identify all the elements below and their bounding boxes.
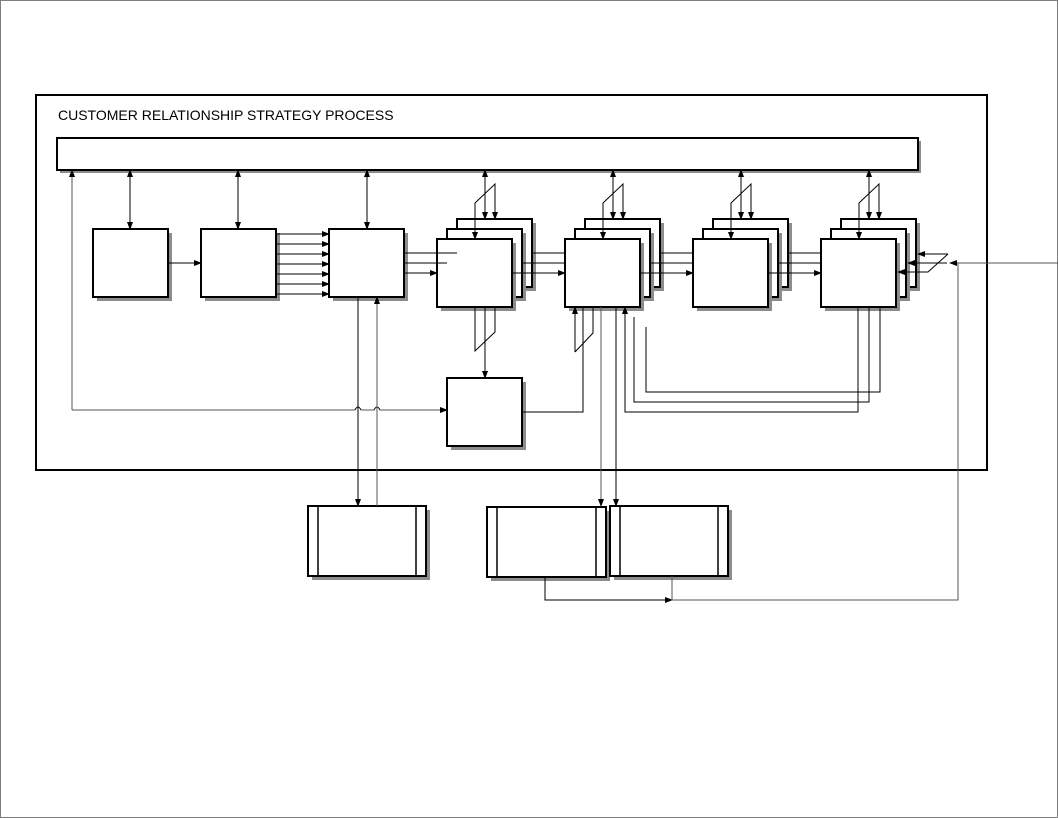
- top-bar[interactable]: [56, 137, 921, 173]
- feedback-step7-step5: [622, 306, 859, 413]
- step-7-box-layer-1: [820, 238, 897, 308]
- diagram-title: CUSTOMER RELATIONSHIP STRATEGY PROCESS: [58, 107, 394, 123]
- link-to-step7-front: [897, 253, 949, 275]
- process-frame: [35, 94, 988, 471]
- connector-line: [671, 263, 959, 601]
- step-6-box[interactable]: [692, 218, 792, 311]
- step-2-box[interactable]: [200, 228, 280, 301]
- connector-line: [522, 307, 584, 413]
- feedback-step7-step5: [645, 307, 881, 393]
- step-3-box[interactable]: [328, 228, 408, 301]
- step-4-box-layer-1: [436, 238, 513, 308]
- store-2-box[interactable]: [486, 506, 610, 581]
- step-1-box[interactable]: [92, 228, 172, 301]
- step-5-box-layer-1: [564, 238, 641, 308]
- link-store2-store3: [544, 577, 673, 603]
- store-1-box[interactable]: [307, 505, 430, 580]
- connector-line: [574, 307, 594, 353]
- store-3-box[interactable]: [609, 505, 732, 580]
- step-6-box-layer-1: [692, 238, 769, 308]
- feedback-step7-step5: [633, 307, 870, 403]
- review-box[interactable]: [446, 377, 526, 450]
- step-7-box[interactable]: [820, 218, 920, 311]
- step-4-box[interactable]: [436, 218, 536, 311]
- step-5-box[interactable]: [564, 218, 664, 311]
